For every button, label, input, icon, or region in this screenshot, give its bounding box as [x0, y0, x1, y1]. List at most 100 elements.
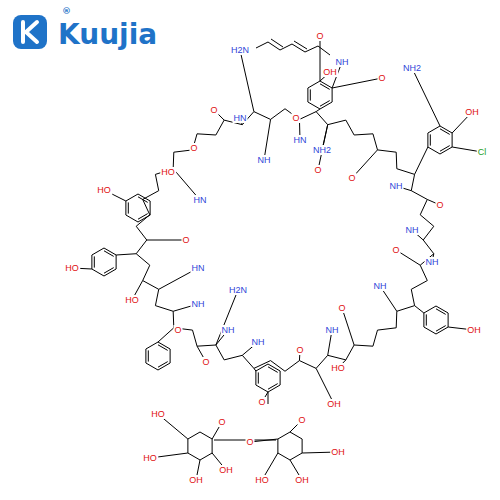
aromatic-double-bond — [158, 362, 168, 368]
macrocycle-bond — [299, 361, 316, 369]
aromatic-double-bond — [320, 84, 330, 90]
atom-label: OH — [466, 325, 482, 335]
atom-label: NH — [221, 325, 236, 335]
atom-label: NH — [373, 281, 388, 291]
atom-label: HN — [233, 113, 248, 123]
macrocycle-bond — [216, 120, 224, 135]
aromatic-ring — [307, 88, 308, 102]
aromatic-double-bond — [268, 367, 278, 373]
macrocycle-bond — [193, 330, 198, 346]
aromatic-ring — [92, 269, 104, 276]
atom-label: OH — [294, 475, 310, 485]
generated-bonds — [72, 36, 482, 480]
aromatic-double-bond — [104, 268, 114, 274]
atom-label: O — [435, 200, 444, 210]
aromatic-ring — [424, 306, 436, 313]
atom-label: NH2 — [312, 145, 332, 155]
macrocycle-bond — [197, 345, 216, 346]
aromatic-ring — [150, 201, 151, 215]
macrocycle-bond — [411, 174, 414, 190]
sugar-ring — [290, 432, 302, 439]
macrocycle-bond — [397, 306, 415, 312]
atom-label: HO — [142, 453, 158, 463]
aromatic-ring — [280, 371, 281, 385]
atom-label: HN — [193, 195, 208, 205]
atom-label: HO — [96, 185, 112, 195]
macrocycle-bond — [373, 134, 378, 150]
sugar-ring — [212, 439, 213, 453]
atom-label: NH — [425, 257, 440, 267]
ring-link-bond — [158, 328, 174, 342]
aromatic-double-bond — [310, 89, 311, 100]
substituent-bond — [216, 290, 238, 345]
aromatic-ring — [255, 371, 256, 385]
macrocycle-bond — [377, 328, 396, 330]
macrocycle-bond — [411, 191, 427, 200]
aromatic-ring — [145, 349, 146, 363]
macrocycle-bond — [346, 345, 354, 360]
aromatic-ring — [126, 215, 138, 222]
aromatic-ring — [448, 313, 449, 327]
aromatic-ring — [116, 255, 117, 269]
substituent-bond — [332, 78, 382, 88]
brand-name: Kuujia — [58, 18, 157, 51]
aromatic-double-bond — [148, 350, 149, 361]
aromatic-ring — [256, 385, 268, 392]
macrocycle-bond — [377, 150, 396, 152]
atom-label: O — [181, 235, 190, 245]
macrocycle-bond — [224, 355, 242, 360]
ring-link-bond — [254, 368, 256, 371]
atom-label: O — [173, 325, 182, 335]
macrocycle-bond — [354, 134, 373, 135]
atom-label: HN — [293, 135, 308, 145]
macrocycle-bond — [420, 265, 427, 280]
atom-label: OH — [326, 399, 342, 409]
sugar-ring — [290, 453, 302, 460]
macrocycle-bond — [396, 152, 398, 169]
macrocycle-bond — [411, 281, 427, 290]
aromatic-ring — [146, 342, 158, 349]
atom-label: NH — [405, 225, 420, 235]
macrocycle-bond — [155, 306, 173, 312]
atom-label: NH — [335, 57, 350, 67]
atom-label: O — [291, 113, 300, 123]
aromatic-double-bond — [436, 326, 446, 332]
atom-label: O — [295, 345, 304, 355]
double-bonds — [271, 39, 307, 49]
atom-label: HO — [330, 363, 346, 373]
aromatic-double-bond — [430, 134, 431, 145]
sugar-ring — [188, 432, 200, 439]
sugar-ring — [187, 439, 188, 453]
atom-label: H2N — [228, 285, 248, 295]
aromatic-ring — [170, 349, 171, 363]
atom-label: HO — [254, 475, 270, 485]
macrocycle-bond — [316, 355, 328, 368]
aromatic-ring — [428, 147, 440, 154]
macrocycle-bond — [420, 199, 427, 214]
macrocycle-bond — [423, 240, 434, 254]
aromatic-ring — [91, 255, 92, 269]
atom-label: OH — [322, 67, 338, 77]
atom-label: NH — [251, 337, 266, 347]
macrocycle-bond — [143, 265, 150, 280]
sugar-ring — [188, 453, 200, 460]
macrocycle-bond — [216, 345, 224, 360]
macrocycle-bond — [254, 112, 271, 120]
substituent-bond — [147, 240, 186, 241]
ring-link-bond — [316, 109, 320, 112]
aromatic-ring — [452, 133, 453, 147]
substituent-bond — [412, 68, 440, 126]
macrocycle-bond — [155, 289, 158, 305]
atom-label: OH — [330, 447, 346, 457]
macrocycle-bond — [396, 311, 398, 328]
macrocycle-bond — [285, 361, 299, 372]
macrocycle-bond — [136, 254, 150, 265]
atom-label: OH — [464, 107, 480, 117]
atom-label: O — [257, 397, 266, 407]
atom-label: O — [337, 303, 346, 313]
atom-label: NH2 — [402, 63, 422, 73]
ring-link-bond — [116, 254, 136, 255]
glycosidic-bond — [268, 392, 269, 404]
macrocycle-bond — [143, 281, 159, 290]
aromatic-double-bond — [268, 384, 278, 390]
